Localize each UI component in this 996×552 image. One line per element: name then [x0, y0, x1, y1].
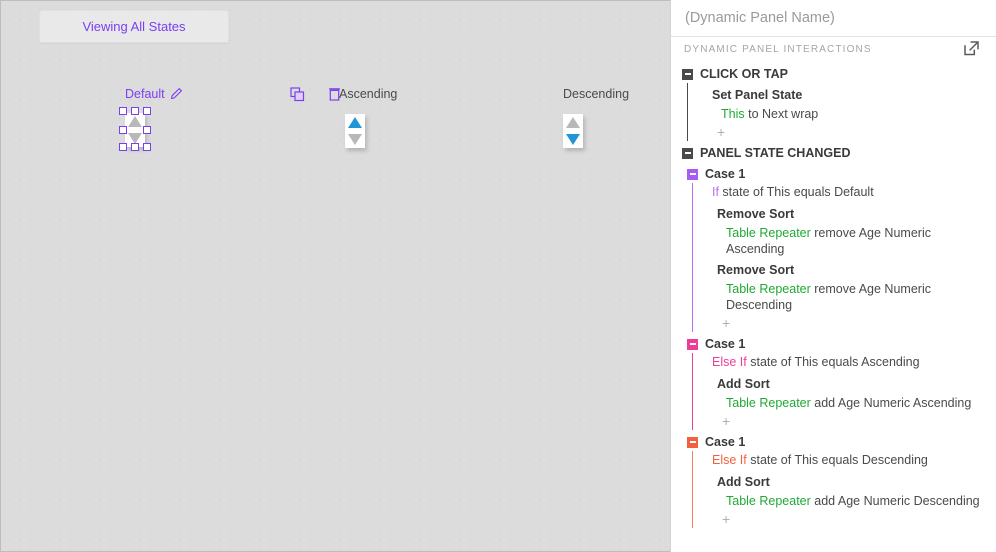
case-body: Else If state of This equals Descending …	[692, 451, 996, 528]
case-row[interactable]: Case 1	[671, 433, 996, 451]
sort-widget-default[interactable]	[125, 113, 145, 147]
collapse-toggle-icon[interactable]	[682, 147, 693, 159]
action-target: Table Repeater	[726, 226, 811, 240]
design-canvas[interactable]: Viewing All States Default	[0, 0, 670, 552]
add-action-button[interactable]: +	[722, 315, 731, 331]
collapse-toggle-icon[interactable]	[687, 436, 698, 448]
state-label-descending[interactable]: Descending	[563, 87, 630, 101]
case-title: Case 1	[705, 435, 746, 449]
add-action-button[interactable]: +	[722, 413, 731, 429]
action-detail-text: add Age Numeric Ascending	[810, 396, 972, 410]
condition-keyword: Else If	[712, 355, 747, 369]
state-label-ascending[interactable]: Ascending	[339, 87, 398, 101]
sort-arrow-down-icon	[128, 133, 142, 144]
collapse-toggle-icon[interactable]	[687, 338, 698, 350]
sort-arrow-up-icon	[566, 117, 580, 128]
collapse-toggle-icon[interactable]	[687, 168, 698, 180]
sort-widget-descending[interactable]	[563, 114, 583, 148]
resize-handle-s[interactable]	[131, 143, 139, 151]
event-body-click-or-tap: Set Panel State This to Next wrap +	[687, 83, 996, 141]
case-condition[interactable]: Else If state of This equals Descending	[704, 451, 996, 470]
action-detail[interactable]: Table Repeater add Age Numeric Descendin…	[704, 492, 996, 510]
viewing-all-states-label: Viewing All States	[82, 19, 186, 34]
action-detail[interactable]: Table Repeater remove Age Numeric Ascend…	[704, 224, 996, 258]
resize-handle-sw[interactable]	[119, 143, 127, 151]
resize-handle-ne[interactable]	[143, 107, 151, 115]
condition-text: state of This equals Default	[718, 185, 874, 199]
trash-icon[interactable]	[327, 87, 342, 102]
condition-text: state of This equals Descending	[746, 453, 928, 467]
action-detail-text: remove Age Numeric Ascending	[726, 226, 931, 256]
action-detail[interactable]: This to Next wrap	[699, 105, 996, 123]
case-condition[interactable]: Else If state of This equals Ascending	[704, 353, 996, 372]
state-label-default[interactable]: Default	[125, 87, 165, 101]
selected-widget-default[interactable]	[119, 107, 151, 151]
action-detail[interactable]: Table Repeater remove Age Numeric Descen…	[704, 280, 996, 314]
action-detail-text: to Next wrap	[744, 107, 819, 121]
event-title: PANEL STATE CHANGED	[700, 146, 851, 160]
sort-arrow-up-icon	[348, 117, 362, 128]
action-target: Table Repeater	[726, 396, 811, 410]
case-title: Case 1	[705, 337, 746, 351]
event-click-or-tap[interactable]: CLICK OR TAP	[671, 65, 996, 83]
action-target: Table Repeater	[726, 282, 811, 296]
interactions-panel: DYNAMIC PANEL INTERACTIONS CLICK OR TAP …	[670, 0, 996, 552]
condition-text: state of This equals Ascending	[746, 355, 920, 369]
pencil-icon[interactable]	[169, 87, 183, 101]
action-target: Table Repeater	[726, 494, 811, 508]
external-link-icon[interactable]	[963, 40, 980, 57]
event-title: CLICK OR TAP	[700, 67, 788, 81]
action-detail-text: remove Age Numeric Descending	[726, 282, 931, 312]
add-action-button[interactable]: +	[717, 124, 726, 140]
action-name[interactable]: Set Panel State	[712, 88, 803, 102]
add-action-button[interactable]: +	[722, 511, 731, 527]
action-name[interactable]: Remove Sort	[717, 207, 795, 221]
interactions-tree[interactable]: CLICK OR TAP Set Panel State This to Nex…	[671, 62, 996, 552]
case-body: Else If state of This equals Ascending A…	[692, 353, 996, 430]
collapse-toggle-icon[interactable]	[682, 68, 693, 80]
section-caption: DYNAMIC PANEL INTERACTIONS	[684, 44, 872, 55]
case-body: If state of This equals Default Remove S…	[692, 183, 996, 332]
case-row[interactable]: Case 1	[671, 165, 996, 183]
resize-handle-w[interactable]	[119, 126, 127, 134]
case-row[interactable]: Case 1	[671, 335, 996, 353]
action-name[interactable]: Add Sort	[717, 475, 770, 489]
resize-handle-nw[interactable]	[119, 107, 127, 115]
action-detail-text: add Age Numeric Descending	[810, 494, 980, 508]
interactions-section-header: DYNAMIC PANEL INTERACTIONS	[671, 37, 996, 62]
action-target: This	[721, 107, 745, 121]
sort-widget-ascending[interactable]	[345, 114, 365, 148]
viewing-all-states-button[interactable]: Viewing All States	[39, 10, 229, 43]
dynamic-panel-name-input[interactable]	[671, 0, 996, 37]
resize-handle-e[interactable]	[143, 126, 151, 134]
event-panel-state-changed[interactable]: PANEL STATE CHANGED	[671, 144, 996, 162]
resize-handle-se[interactable]	[143, 143, 151, 151]
sort-arrow-up-icon	[128, 116, 142, 127]
action-name[interactable]: Add Sort	[717, 377, 770, 391]
condition-keyword: Else If	[712, 453, 747, 467]
event-body-panel-state-changed: Case 1 If state of This equals Default R…	[671, 165, 996, 529]
case-title: Case 1	[705, 167, 746, 181]
case-condition[interactable]: If state of This equals Default	[704, 183, 996, 202]
sort-arrow-down-icon	[566, 134, 580, 145]
action-name[interactable]: Remove Sort	[717, 263, 795, 277]
condition-keyword: If	[712, 185, 719, 199]
action-detail[interactable]: Table Repeater add Age Numeric Ascending	[704, 394, 996, 412]
sort-arrow-down-icon	[348, 134, 362, 145]
duplicate-icon[interactable]	[290, 87, 305, 102]
resize-handle-n[interactable]	[131, 107, 139, 115]
